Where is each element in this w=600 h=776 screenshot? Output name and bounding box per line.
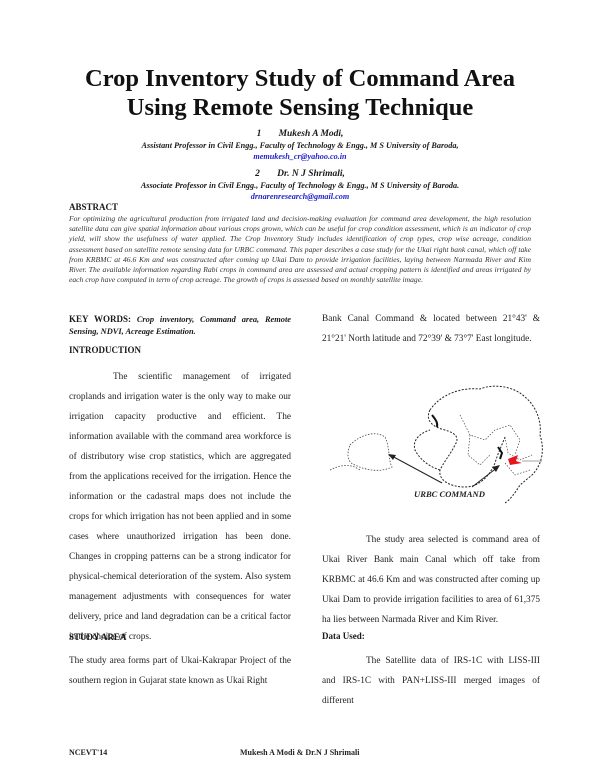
author-number: 1 bbox=[256, 129, 262, 139]
author-name: Dr. N J Shrimali, bbox=[277, 169, 345, 179]
study-area-text: The study area forms part of Ukai-Kakrap… bbox=[69, 656, 291, 686]
data-used-heading: Data Used: bbox=[322, 631, 365, 641]
abstract-text: For optimizing the agricultural producti… bbox=[69, 214, 531, 285]
title-line-1: Crop Inventory Study of Command Area bbox=[85, 65, 515, 92]
abstract-heading: ABSTRACT bbox=[69, 202, 119, 212]
introduction-text: The scientific management of irrigated c… bbox=[69, 372, 291, 642]
study-area-continued-text: Bank Canal Command & located between 21°… bbox=[322, 314, 540, 344]
figure-caption: URBC COMMAND bbox=[414, 489, 485, 499]
data-used-section: The Satellite data of IRS-1C with LISS-I… bbox=[322, 651, 540, 711]
author-email-link[interactable]: drnarenresearch@gmail.com bbox=[250, 192, 350, 201]
study-area-right: Bank Canal Command & located between 21°… bbox=[322, 309, 540, 349]
author-block-2: 2 Dr. N J Shrimali, Associate Professor i… bbox=[0, 169, 600, 202]
introduction-section: The scientific management of irrigated c… bbox=[69, 367, 291, 647]
gujarat-map-figure bbox=[329, 385, 543, 504]
author-affiliation: Assistant Professor in Civil Engg., Facu… bbox=[141, 141, 459, 150]
footer-authors: Mukesh A Modi & Dr.N J Shrimali bbox=[240, 748, 360, 757]
urbc-highlight bbox=[508, 455, 522, 465]
introduction-heading: INTRODUCTION bbox=[69, 345, 142, 355]
paper-title: Crop Inventory Study of Command Area Usi… bbox=[0, 64, 600, 122]
author-block-1: 1 Mukesh A Modi, Assistant Professor in C… bbox=[0, 129, 600, 162]
keywords-label: KEY WORDS: bbox=[69, 314, 131, 324]
footer-conference: NCEVT'14 bbox=[69, 748, 108, 757]
title-line-2: Using Remote Sensing Technique bbox=[126, 94, 474, 121]
author-number: 2 bbox=[255, 169, 260, 179]
author-affiliation: Associate Professor in Civil Engg., Facu… bbox=[140, 181, 460, 190]
study-area-description: The study area selected is command area … bbox=[322, 535, 540, 625]
data-used-text: The Satellite data of IRS-1C with LISS-I… bbox=[322, 656, 540, 706]
study-area-paragraph-2: The study area selected is command area … bbox=[322, 530, 540, 630]
study-area-heading: STUDY AREA bbox=[69, 632, 127, 642]
author-email-link[interactable]: memukesh_cr@yahoo.co.in bbox=[253, 152, 347, 161]
author-name: Mukesh A Modi, bbox=[278, 129, 344, 139]
study-area-left: The study area forms part of Ukai-Kakrap… bbox=[69, 651, 291, 691]
keywords: KEY WORDS: Crop inventory, Command area,… bbox=[69, 314, 291, 337]
keywords-text: Crop inventory, Command area, Remote Sen… bbox=[69, 315, 292, 336]
